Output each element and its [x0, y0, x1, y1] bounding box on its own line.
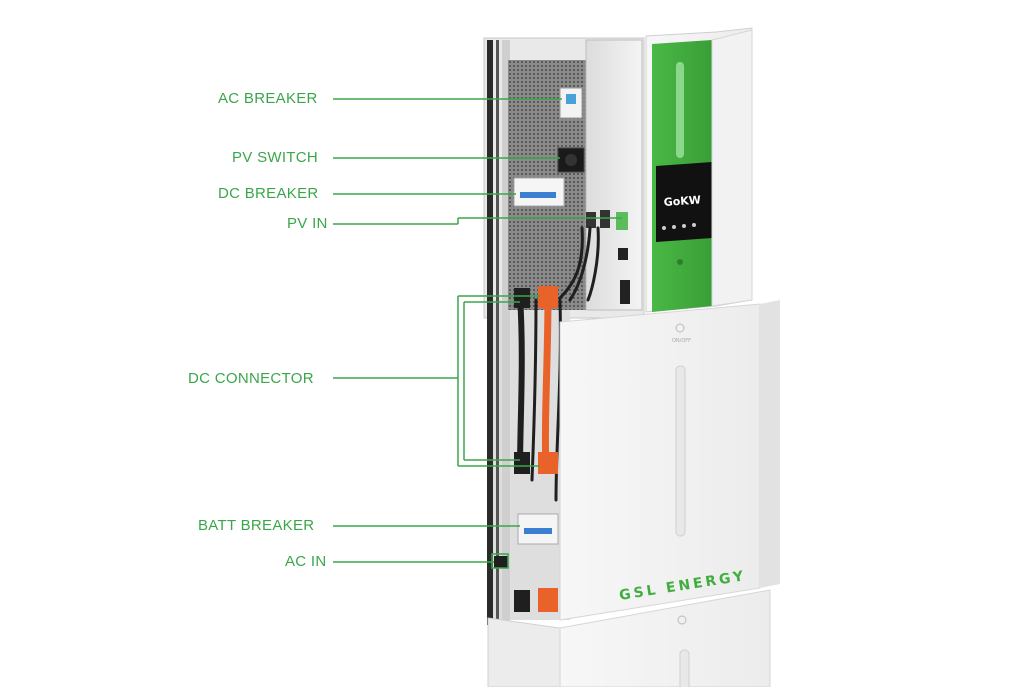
status-light-icon [676, 62, 684, 158]
inverter-module: GoKW [508, 28, 752, 312]
display-logo: GoKW [663, 193, 701, 209]
on-off-label: ON/OFF [672, 338, 691, 344]
battery-module-upper: ON/OFF GSL ENERGY [560, 300, 780, 620]
